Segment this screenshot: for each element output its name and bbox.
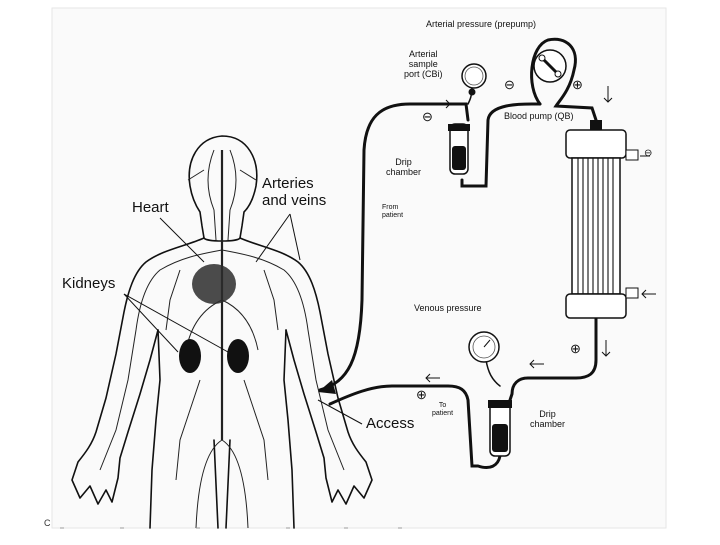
drip-chamber-bottom-label: Drip chamber <box>530 410 565 430</box>
plus-sign-venous: ⊕ <box>416 388 427 402</box>
plus-sign-dialyzer-out: ⊕ <box>570 342 581 356</box>
blood-pump-rotor <box>534 50 566 82</box>
heart-label: Heart <box>132 200 169 217</box>
from-patient-label: From patient <box>382 204 403 219</box>
arterial-sample-port-label: Arterial sample port (CBi) <box>404 50 443 80</box>
dialysate-out-mark: ⊖ <box>644 148 652 159</box>
access-label: Access <box>366 416 414 433</box>
arteries-veins-label: Arteries and veins <box>262 176 326 209</box>
arterial-drip-chamber <box>448 124 470 174</box>
plus-sign-postpump: ⊕ <box>572 78 583 92</box>
venous-pressure-gauge <box>469 332 499 362</box>
heart-organ <box>192 264 236 304</box>
right-kidney <box>227 339 249 373</box>
kidneys-label: Kidneys <box>62 276 115 293</box>
to-patient-label: To patient <box>432 402 453 417</box>
blood-pump-label: Blood pump (QB) <box>504 112 574 122</box>
drip-chamber-top-label: Drip chamber <box>386 158 421 178</box>
corner-mark: C <box>44 518 51 528</box>
minus-sign-arterial: ⊖ <box>422 110 433 124</box>
venous-drip-chamber <box>488 400 512 456</box>
minus-sign-prepump: ⊖ <box>504 78 515 92</box>
arterial-pressure-label: Arterial pressure (prepump) <box>426 20 536 30</box>
left-kidney <box>179 339 201 373</box>
venous-pressure-label: Venous pressure <box>414 304 482 314</box>
